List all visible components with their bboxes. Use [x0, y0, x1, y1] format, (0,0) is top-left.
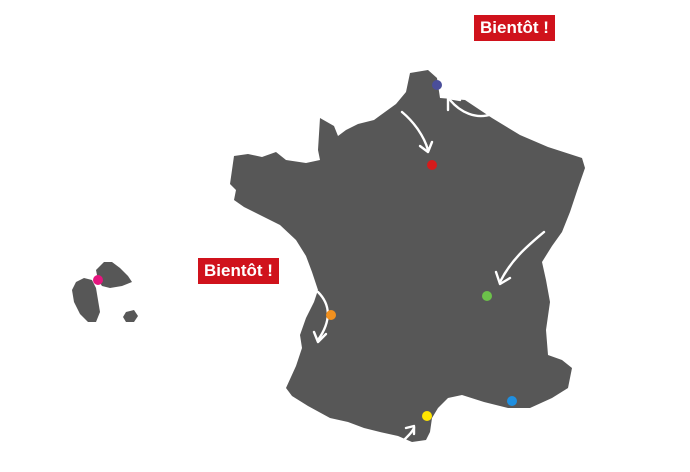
- marseille-marker[interactable]: [507, 396, 517, 406]
- bordeaux-marker[interactable]: [326, 310, 336, 320]
- lille-marker[interactable]: [432, 80, 442, 90]
- arrow-to-perpignan-head: [404, 424, 416, 436]
- guadeloupe-grande-terre-shape: [96, 262, 132, 288]
- arrow-to-lyon-head: [494, 270, 512, 286]
- arrow-to-lille: [448, 98, 494, 118]
- guadeloupe-marker[interactable]: [93, 275, 103, 285]
- guadeloupe-basse-terre-shape: [72, 278, 100, 322]
- arrow-to-bordeaux-head: [312, 330, 328, 344]
- arrow-to-lille-head: [446, 96, 462, 112]
- arrow-to-paris-head: [418, 140, 434, 154]
- bientot-badge-west: Bientôt !: [198, 258, 279, 284]
- paris-marker[interactable]: [427, 160, 437, 170]
- mainland-france-shape: [230, 70, 585, 442]
- bientot-badge-north: Bientôt !: [474, 15, 555, 41]
- arrow-to-lyon: [498, 230, 546, 284]
- arrow-to-paris: [400, 110, 430, 152]
- guadeloupe-marie-galante-shape: [123, 310, 138, 322]
- lyon-marker[interactable]: [482, 291, 492, 301]
- perpignan-marker[interactable]: [422, 411, 432, 421]
